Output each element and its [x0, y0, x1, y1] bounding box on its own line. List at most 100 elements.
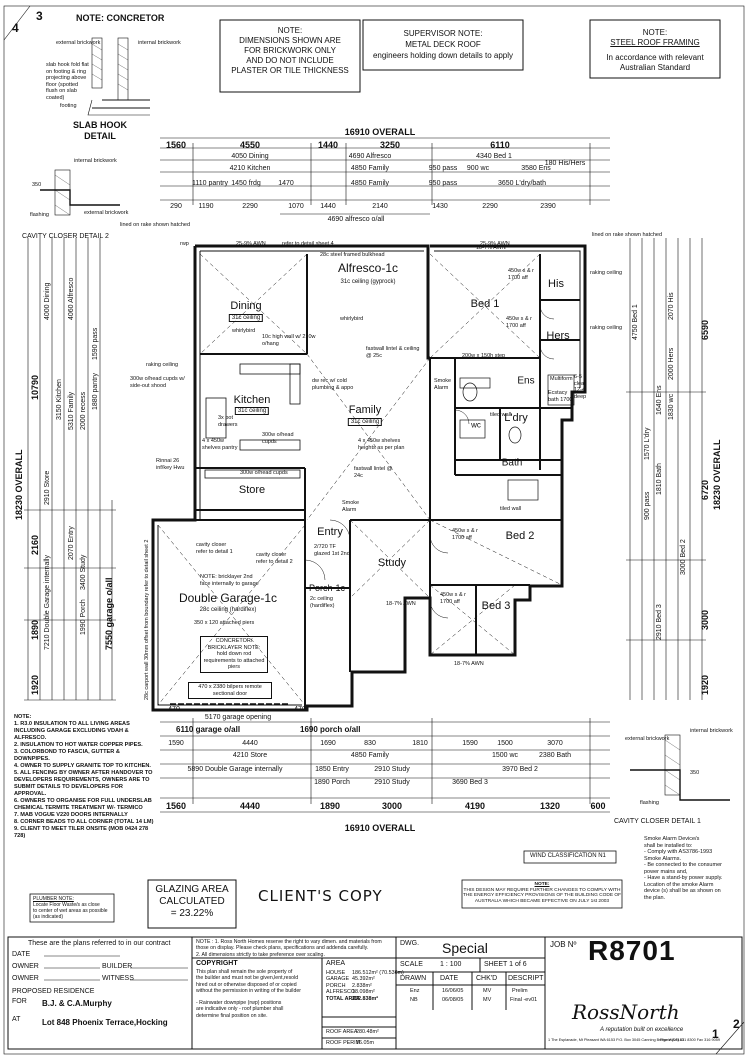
plan-note: whirlybird: [232, 328, 256, 334]
left-dim: 4060 Alfresco: [68, 277, 75, 320]
company-tagline: A reputation built on excellence: [600, 1027, 684, 1033]
owner-label-2: OWNER: [12, 975, 39, 982]
top-dim: 4690 alfresco o/all: [327, 216, 385, 223]
left-dim: 1890: [30, 619, 40, 640]
sheet-corner-c: 1: [712, 1027, 719, 1041]
top-dim: 1430: [432, 203, 448, 210]
top-dim: 1440: [317, 140, 339, 150]
witness-label: WITNESS: [102, 975, 134, 982]
plan-note: 2c ceiling (hardiflex): [310, 596, 335, 609]
garage-o-all-dim: 6110 garage o/all: [176, 725, 241, 734]
plan-note: 25-9% AWN: [236, 241, 266, 247]
plan-note: 10c high wall w/ 210w o/hang: [262, 334, 316, 347]
bottom-dim: 4850 Family: [350, 752, 390, 759]
top-dim: 6110: [490, 140, 510, 150]
right-dim: 6590: [700, 319, 710, 340]
room-alfresco-sub: 31c ceiling (gyprock): [340, 279, 396, 285]
right-dim: 2000 Hers: [668, 347, 675, 380]
right-dim: 1920: [700, 674, 710, 695]
left-dim: 3150 Kitchen: [56, 379, 63, 420]
company-address: 1 The Esplanade, Mt Pleasant WA 6153 P.O…: [548, 1038, 684, 1042]
site-address: Lot 848 Phoenix Terrace,Hocking: [42, 1018, 168, 1027]
plan-note: cavity closer refer to detail 1: [196, 542, 233, 555]
plan-note: Ecstacy bath 1700: [548, 390, 573, 403]
cc1-label: 350: [690, 770, 700, 776]
plan-note: tiled wall: [500, 506, 522, 512]
rev-row: MV: [483, 988, 492, 994]
right-dim: 3000 Bed 2: [680, 539, 687, 575]
bottom-dim: 1590: [462, 740, 478, 747]
left-dim: 1920: [30, 674, 40, 695]
left-dim: 1590 pass: [92, 327, 99, 360]
room-porch: Porch-1c: [308, 583, 346, 593]
porch-o-all-dim: 1690 porch o/all: [300, 725, 361, 734]
top-dim: 2290: [482, 203, 498, 210]
bottom-dim: 3000: [381, 801, 403, 811]
bottom-dim: 1500 wc: [491, 752, 519, 759]
rev-row: MV: [483, 997, 492, 1003]
cc2-label: 350: [32, 182, 42, 188]
plan-note: 18-7% AWN: [454, 661, 484, 667]
left-dim: 2910 Store: [44, 470, 51, 505]
plan-note: dw rec w/ cold plumbing & appo: [312, 378, 354, 391]
top-dim: 2140: [372, 203, 388, 210]
scale-value: 1 : 100: [440, 961, 462, 968]
top-dim: 1070: [288, 203, 304, 210]
top-dim: 4050 Dining: [231, 153, 269, 160]
top-dim: 2290: [242, 203, 258, 210]
bottom-dim: 2910 Study: [374, 766, 410, 773]
client-name: B.J. & C.A.Murphy: [42, 999, 112, 1008]
room-study: Study: [377, 557, 407, 569]
wind-classification: WIND CLASSIFICATION N1: [530, 853, 606, 859]
sheet-value: SHEET 1 of 6: [484, 961, 527, 968]
plan-note: 300w o/head cupds: [262, 432, 294, 445]
room-dining-sub: 31c ceiling: [228, 314, 264, 322]
room-wc: wc: [471, 420, 481, 430]
top-dim: 3250: [379, 140, 401, 150]
room-garage-sub: 28c ceiling (hardiflex): [199, 607, 257, 613]
top-dim: 4850 Family: [350, 165, 390, 172]
date-label: DATE: [12, 951, 31, 958]
sheet-corner-b: 4: [12, 21, 19, 35]
top-dim: 4690 Alfresco: [348, 153, 392, 160]
concretor-label: footing: [60, 103, 77, 109]
bottom-overall-dim: 16910 OVERALL: [344, 823, 416, 833]
bottom-dim: 3970 Bed 2: [502, 766, 538, 773]
bottom-dim: 600: [590, 801, 606, 811]
left-garage-dim: 7550 garage o/all: [104, 577, 114, 650]
right-dim: 4750 Bed 1: [632, 304, 639, 340]
plan-note: raking ceiling: [590, 270, 623, 276]
top-dim: 950 pass: [428, 180, 458, 187]
room-store: Store: [238, 484, 266, 496]
plan-note: 3x pot drawers: [218, 415, 238, 428]
contract-text: These are the plans referred to in our c…: [28, 940, 171, 947]
top-dim: 2390: [540, 203, 556, 210]
plan-note: Multiform: [550, 376, 573, 382]
cavity-closer-1-title: CAVITY CLOSER DETAIL 1: [614, 818, 701, 825]
plan-note: 2/720 TF glazed 1st 2nd: [314, 544, 350, 557]
cavity-closer-2-title: CAVITY CLOSER DETAIL 2: [22, 233, 109, 240]
room-his: His: [548, 278, 564, 290]
plan-note: 300w o/head cupds w/ side-out shood: [130, 376, 185, 389]
left-dim: 7210 Double Garage internally: [44, 555, 51, 650]
room-kitchen: Kitchen: [233, 394, 271, 406]
bottom-dim: 1850 Entry: [315, 766, 349, 773]
cc1-label: flashing: [640, 800, 659, 806]
plan-note: 200w x 150h step: [462, 353, 506, 359]
plan-note: 18-7% AWN: [386, 601, 416, 607]
right-overall-dim: 18230 OVERALL: [712, 439, 722, 510]
right-dim: 2070 His: [668, 292, 675, 320]
plan-note: rwp: [180, 241, 189, 247]
room-ens: Ens: [517, 375, 535, 387]
builder-label: BUILDER: [102, 963, 133, 970]
plan-note: lined on rake shown hatched: [592, 232, 663, 238]
roof-perim: ROOF PERIM76.05m: [326, 1040, 374, 1046]
top-dim: 1560: [165, 140, 187, 150]
plan-note: 4 x 450w shelves pantry: [202, 438, 238, 451]
bottom-dim: 4190: [464, 801, 486, 811]
left-dim: 5310 Family: [68, 391, 75, 430]
plan-note: 470 x 2380 bilpers remote sectional door: [188, 682, 272, 699]
